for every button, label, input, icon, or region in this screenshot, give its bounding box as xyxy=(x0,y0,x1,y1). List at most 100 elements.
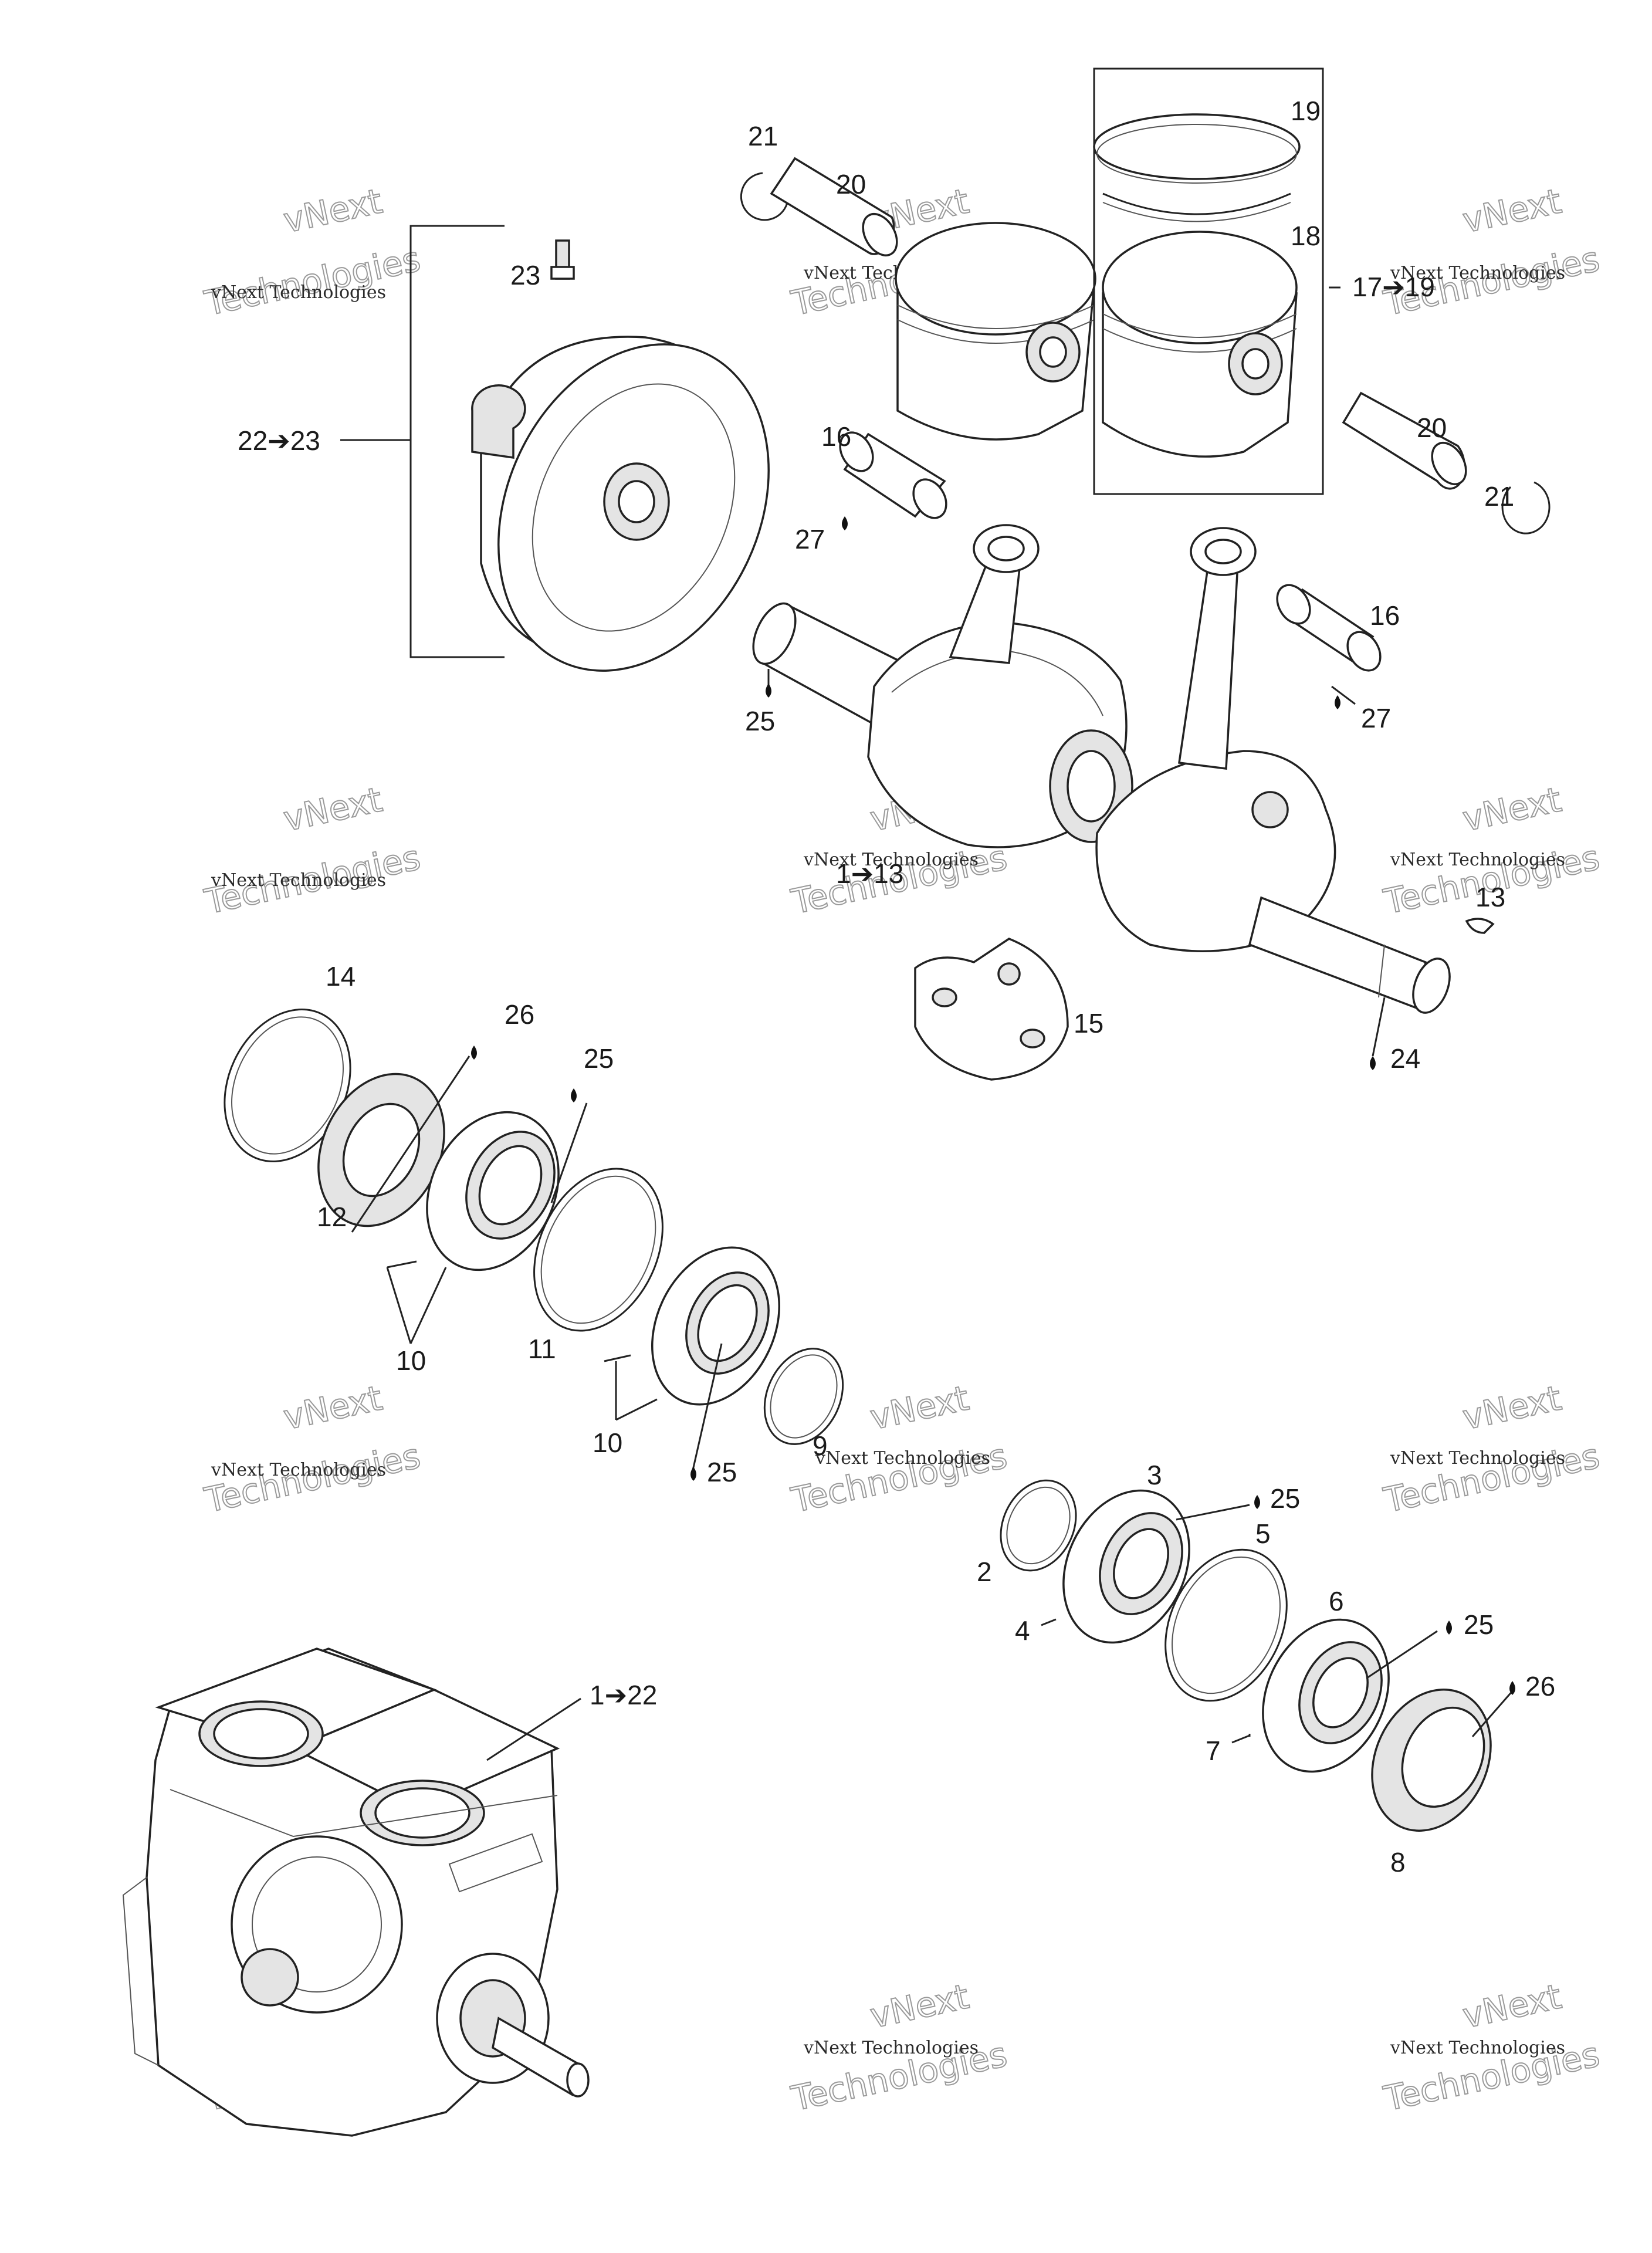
callout-label: 26 xyxy=(1525,1671,1555,1701)
callout-label: 12 xyxy=(317,1202,347,1232)
pin-part xyxy=(1041,1618,1057,1626)
callout-label: 5 xyxy=(1255,1518,1271,1549)
piston-ring-part xyxy=(1093,113,1301,222)
piston-kit-box xyxy=(1093,67,1324,495)
key-part xyxy=(1465,918,1495,934)
pin-part xyxy=(1231,1734,1250,1744)
callout-label: 25 xyxy=(1270,1483,1300,1514)
callout-label: 26 xyxy=(505,999,534,1030)
oil-drop-icon xyxy=(471,1046,477,1060)
watermark: vNext Technologies xyxy=(787,1377,1011,1521)
lubricant-drop-icons xyxy=(471,516,1515,1695)
svg-text:vNext: vNext xyxy=(280,779,385,839)
callout-label: 27 xyxy=(795,524,825,554)
callout-label: 25 xyxy=(707,1457,737,1487)
half-ring-part xyxy=(914,938,1069,1081)
svg-text:vNext: vNext xyxy=(1459,181,1565,241)
svg-text:vNext: vNext xyxy=(280,1378,385,1437)
watermark-text: vNext Technologies xyxy=(1390,2038,1565,2058)
oil-drop-icon xyxy=(766,684,771,698)
o-ring-part xyxy=(1000,1479,1077,1572)
flywheel-bracket xyxy=(409,225,505,658)
oil-drop-icon xyxy=(571,1088,577,1102)
callout-label: 2 xyxy=(977,1557,992,1587)
watermark: vNext Technologies xyxy=(1380,1377,1604,1521)
callout-label: 21 xyxy=(748,121,778,151)
oil-drop-icon xyxy=(842,516,848,530)
oil-drop-icon xyxy=(1254,1495,1260,1509)
callout-label: 25 xyxy=(584,1043,614,1074)
callout-labels: 21 20 19 18 17➔19 23 22➔23 20 21 16 27 1… xyxy=(238,96,1555,1877)
callout-label: 10 xyxy=(396,1345,426,1376)
callout-label: 1➔13 xyxy=(836,858,903,889)
ball-bearing-part xyxy=(651,1246,780,1406)
leader-line xyxy=(486,1697,581,1761)
o-ring-part xyxy=(763,1348,844,1445)
callout-label: 13 xyxy=(1475,882,1505,912)
callout-label: 1➔22 xyxy=(590,1680,657,1710)
piston-pin-part xyxy=(770,157,898,256)
callout-label: 16 xyxy=(1370,600,1400,631)
watermark-text: vNext Technologies xyxy=(211,870,386,891)
oil-drop-icon xyxy=(690,1467,696,1481)
callout-label: 9 xyxy=(813,1430,828,1461)
ball-bearing-part xyxy=(426,1111,560,1271)
watermark-text: vNext Technologies xyxy=(1390,263,1565,283)
callout-label: 15 xyxy=(1074,1008,1103,1038)
svg-text:vNext: vNext xyxy=(866,1976,972,2036)
ball-bearing-part xyxy=(1062,1489,1190,1644)
watermark-text: vNext Technologies xyxy=(211,282,386,303)
svg-text:vNext: vNext xyxy=(1459,1976,1565,2036)
svg-text:vNext: vNext xyxy=(280,181,385,241)
callout-label: 11 xyxy=(528,1334,556,1364)
callout-label: 10 xyxy=(593,1427,622,1458)
oil-seal-part xyxy=(1371,1689,1492,1832)
watermark-text: vNext Technologies xyxy=(803,850,979,870)
callout-label: 25 xyxy=(1464,1609,1494,1640)
callout-label: 4 xyxy=(1015,1615,1030,1646)
oil-drop-icon xyxy=(1446,1621,1452,1635)
svg-text:vNext: vNext xyxy=(1459,1378,1565,1437)
callout-label: 24 xyxy=(1390,1043,1420,1074)
callout-label: 16 xyxy=(821,421,851,452)
o-ring-part xyxy=(533,1168,663,1332)
callout-label: 21 xyxy=(1484,481,1514,512)
oil-seal-part xyxy=(317,1073,445,1227)
svg-text:vNext: vNext xyxy=(866,1378,972,1437)
callout-label: 14 xyxy=(326,961,356,992)
watermark: vNext Technologies xyxy=(201,1377,425,1521)
needle-bearing-part xyxy=(1276,584,1382,672)
grease-fitting-part xyxy=(550,239,575,280)
callout-label: 8 xyxy=(1390,1847,1406,1877)
pin-part xyxy=(387,1260,417,1268)
flywheel-part xyxy=(471,336,770,672)
needle-bearing-part xyxy=(839,431,947,519)
callout-label: 27 xyxy=(1361,703,1391,733)
callout-label: 6 xyxy=(1329,1586,1344,1616)
piston-part xyxy=(1102,231,1298,458)
callout-label: 18 xyxy=(1291,221,1321,251)
watermark-text: vNext Technologies xyxy=(803,2038,979,2058)
watermark-text: vNext Technologies xyxy=(1390,850,1565,870)
ball-bearing-part xyxy=(1262,1618,1390,1773)
callout-label: 20 xyxy=(836,169,866,199)
piston-part xyxy=(895,222,1096,441)
engine-block-part xyxy=(122,1648,590,2137)
crankshaft-part xyxy=(752,524,1451,1014)
leader-lines xyxy=(351,286,1515,1737)
callout-label: 25 xyxy=(745,706,775,736)
callout-label: 20 xyxy=(1417,412,1447,443)
callout-label: 7 xyxy=(1206,1736,1221,1766)
oil-drop-icon xyxy=(1370,1056,1376,1070)
circlip-part xyxy=(1501,481,1551,535)
svg-text:Technologies: Technologies xyxy=(201,239,424,323)
piston-pin-part xyxy=(1342,391,1467,490)
callout-label: 17➔19 xyxy=(1352,272,1435,302)
callout-label: 23 xyxy=(510,260,540,290)
callout-label: 3 xyxy=(1147,1460,1162,1490)
callout-label: 22➔23 xyxy=(238,425,320,456)
watermark: vNext Technologies xyxy=(201,779,425,922)
watermark-text: vNext Technologies xyxy=(1390,1448,1565,1469)
o-ring-part xyxy=(1164,1548,1288,1702)
